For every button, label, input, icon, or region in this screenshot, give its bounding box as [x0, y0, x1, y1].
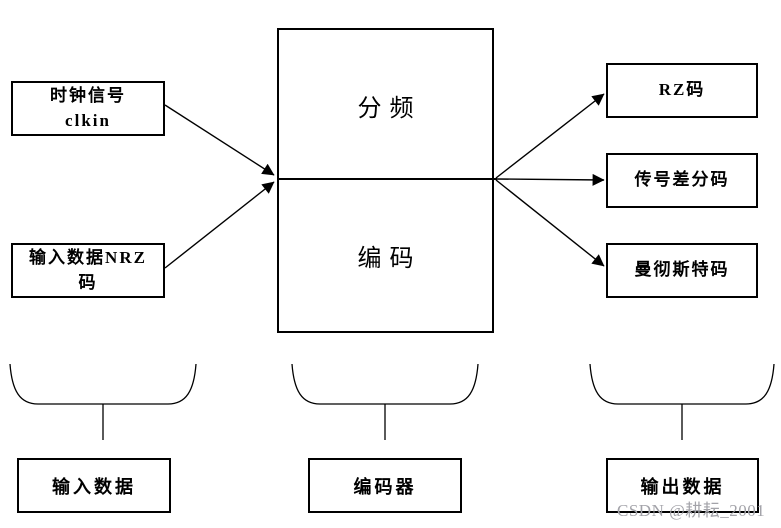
box-encoder-core: 分频 编码 — [277, 28, 494, 333]
brace-encoder-group — [291, 363, 479, 405]
box-differential-code: 传号差分码 — [606, 153, 758, 208]
box-group-encoder: 编码器 — [308, 458, 462, 513]
encoder-top-label: 分频 — [357, 95, 422, 122]
encoder-top-section: 分频 — [279, 30, 492, 181]
box-manchester-code-label: 曼彻斯特码 — [634, 260, 730, 280]
encoder-bottom-section: 编码 — [279, 181, 492, 332]
box-rz-code: RZ码 — [606, 63, 758, 118]
box-nrz-input-label: 输入数据NRZ 码 — [29, 247, 147, 292]
arrow-encoder-to-rz — [495, 93, 605, 179]
encoder-bottom-label: 编码 — [357, 246, 422, 273]
arrow-encoder-to-differential — [495, 173, 605, 186]
arrow-encoder-to-manchester — [495, 179, 605, 267]
box-group-output-data-label: 输出数据 — [640, 476, 725, 497]
box-nrz-input: 输入数据NRZ 码 — [11, 243, 165, 298]
arrow-clock-to-encoder — [164, 104, 275, 176]
box-manchester-code: 曼彻斯特码 — [606, 243, 758, 298]
box-group-input-data-label: 输入数据 — [52, 476, 136, 497]
arrow-nrz-to-encoder — [164, 181, 275, 269]
box-clock-signal: 时钟信号 clkin — [11, 81, 165, 136]
brace-output-group — [589, 363, 775, 405]
box-group-output-data: 输出数据 — [606, 458, 759, 513]
box-group-encoder-label: 编码器 — [353, 476, 417, 497]
box-clock-signal-label: 时钟信号 clkin — [50, 85, 126, 130]
watermark-text: CSDN @耕耘_2001 — [617, 501, 766, 520]
box-differential-code-label: 传号差分码 — [634, 170, 730, 190]
box-rz-code-label: RZ码 — [658, 80, 706, 100]
brace-input-group — [9, 363, 197, 405]
box-group-input-data: 输入数据 — [17, 458, 171, 513]
